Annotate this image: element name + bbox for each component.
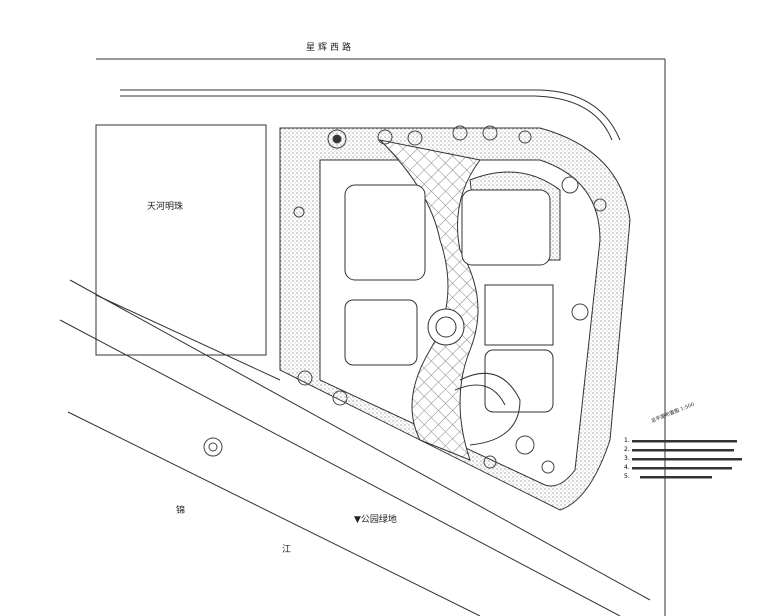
notes-list: 1. 2. 3. 4. 5. <box>624 436 630 481</box>
building-d <box>484 284 554 346</box>
note-number: 3. <box>624 455 630 462</box>
park-green-label: ▼公园绿地 <box>354 515 397 525</box>
notes-text-lines <box>632 440 742 479</box>
neighbor-building-label: 天河明珠 <box>147 202 184 212</box>
river-label-2: 江 <box>282 545 292 555</box>
curved-steps <box>459 372 521 446</box>
river-label-1: 锦 <box>176 506 186 516</box>
central-fountain <box>427 308 465 346</box>
building-a <box>344 184 426 281</box>
note-number: 2. <box>624 446 630 453</box>
neighbor-building-outline <box>95 124 267 356</box>
building-c <box>344 299 418 366</box>
road-north-label: 星辉西路 <box>306 43 355 53</box>
note-number: 5. <box>624 473 630 480</box>
building-e <box>484 349 554 413</box>
paved-walkway <box>378 139 481 461</box>
note-number: 4. <box>624 464 630 471</box>
river-edge <box>69 279 651 601</box>
note-number: 1. <box>624 437 630 444</box>
building-b <box>461 189 551 266</box>
trees <box>203 125 607 474</box>
